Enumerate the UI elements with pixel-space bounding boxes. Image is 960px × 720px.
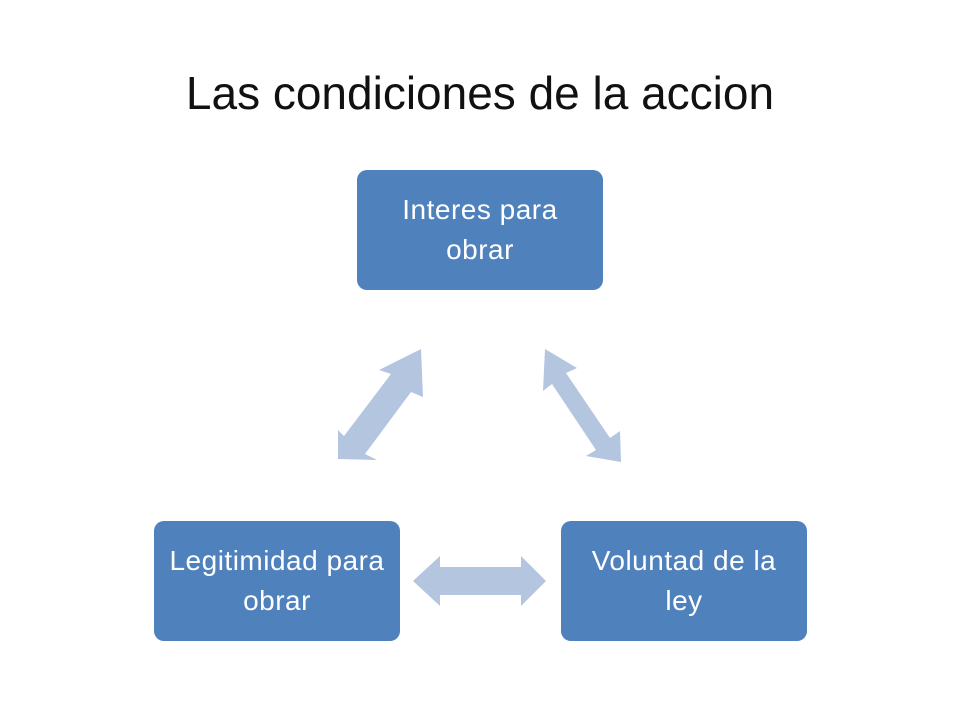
slide-title: Las condiciones de la accion <box>185 67 775 119</box>
node-label: Interes para obrar <box>402 194 558 265</box>
connector-top-left <box>338 349 423 460</box>
node-interes-para-obrar: Interes para obrar <box>357 170 603 290</box>
connector-top-right <box>543 349 621 462</box>
connector-left-right <box>413 556 546 606</box>
node-legitimidad-para-obrar: Legitimidad para obrar <box>154 521 400 641</box>
node-voluntad-de-la-ley: Voluntad de la ley <box>561 521 807 641</box>
node-label: Legitimidad para obrar <box>169 545 385 616</box>
node-label: Voluntad de la ley <box>591 545 777 616</box>
